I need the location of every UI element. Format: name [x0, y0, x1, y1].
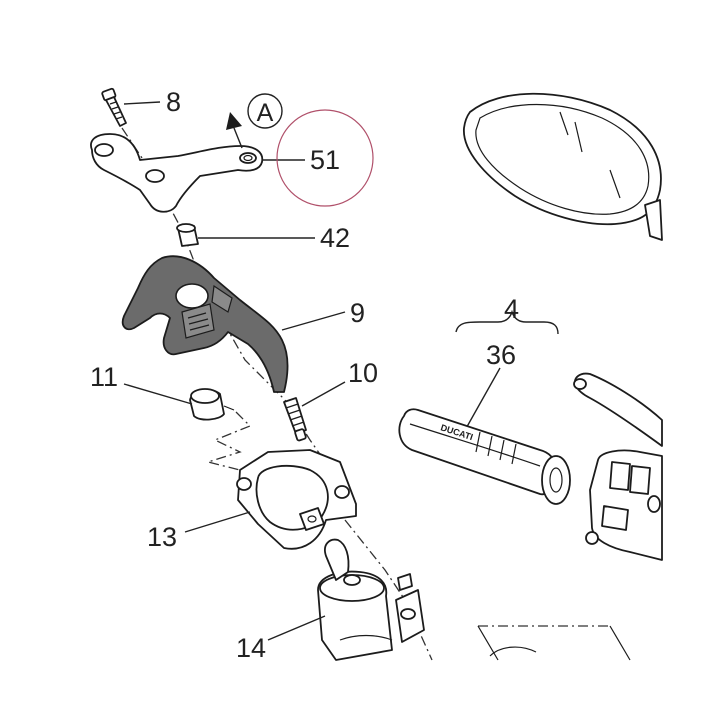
- bracket-51: [90, 133, 264, 213]
- cover-9: [121, 255, 289, 393]
- leader-8: [123, 101, 161, 105]
- handlebar-grip-36: DUCATI: [398, 408, 571, 505]
- bolt-8: [101, 87, 127, 127]
- screw-10: [283, 397, 307, 442]
- direction-arrow-a: [226, 112, 243, 149]
- switch-housing: [585, 449, 663, 561]
- leader-13: [184, 511, 251, 533]
- rubber-nut-11: [189, 388, 235, 421]
- highlight-circle-51: [276, 109, 374, 207]
- leader-36: [463, 367, 501, 433]
- brace-4: [455, 309, 559, 335]
- leader-14: [267, 615, 326, 641]
- callout-13: 13: [147, 522, 177, 552]
- panel-arc: [489, 646, 537, 657]
- mirror: [463, 92, 663, 241]
- leader-9: [281, 311, 346, 331]
- callout-a: A: [257, 99, 274, 127]
- brake-lever: [573, 372, 663, 447]
- callout-8: 8: [166, 87, 181, 117]
- axis-11: [205, 411, 252, 471]
- callout-42: 42: [320, 223, 350, 253]
- leader-10: [301, 381, 346, 407]
- reference-circle-a: [247, 93, 283, 129]
- callout-51: 51: [310, 145, 340, 175]
- callout-11: 11: [90, 362, 118, 392]
- leader-11: [123, 383, 193, 405]
- bracket-13: [236, 449, 357, 550]
- axis-13: [344, 519, 433, 661]
- callout-4: 4: [504, 294, 519, 324]
- ignition-switch-14: [317, 538, 425, 661]
- bushing-42: [176, 223, 199, 247]
- panel-sides: [477, 625, 631, 661]
- callout-36: 36: [486, 340, 516, 370]
- callout-9: 9: [350, 298, 365, 328]
- callout-10: 10: [348, 358, 378, 388]
- callout-14: 14: [236, 633, 266, 663]
